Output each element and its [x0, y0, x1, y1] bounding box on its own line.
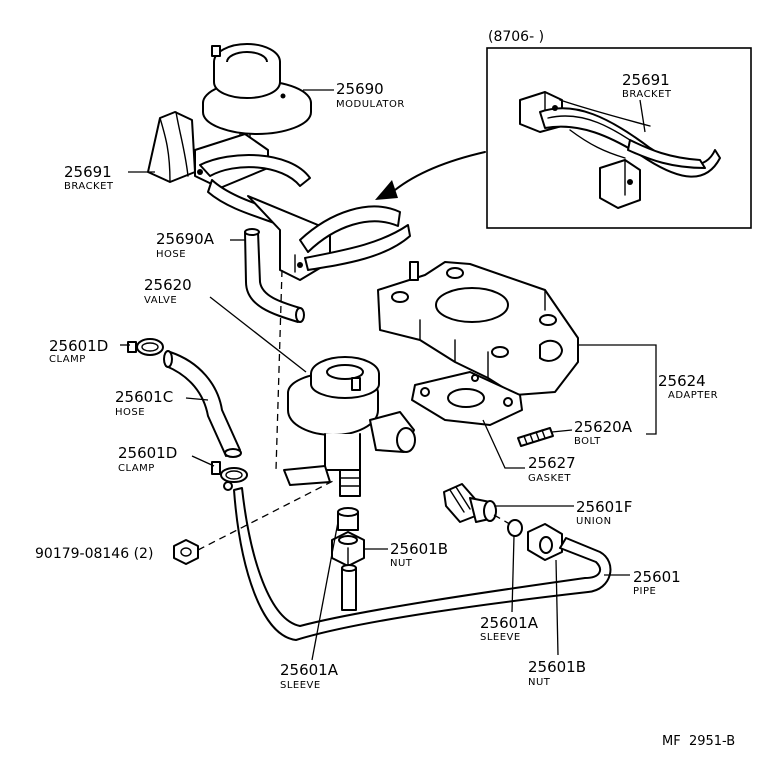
- lead-sleeve-bottom: [311, 521, 339, 661]
- nut-mid-drawing: [331, 531, 365, 567]
- label-nut-bottom-name: NUT: [528, 677, 551, 688]
- assembly-line-bracket: [275, 269, 283, 471]
- label-bracket-inset-name: BRACKET: [622, 89, 672, 100]
- union-drawing: [443, 483, 497, 523]
- label-valve-number: 25620: [144, 276, 192, 294]
- label-clamp-top-number: 25601D: [49, 337, 108, 355]
- label-sleeve-right-name: SLEEVE: [480, 632, 521, 643]
- hose-a-drawing: [244, 228, 305, 323]
- pipe-drawing: [233, 487, 612, 641]
- lead-valve: [209, 296, 307, 373]
- label-sleeve-right-number: 25601A: [480, 614, 539, 632]
- sleeve-right-drawing: [507, 519, 523, 537]
- sleeve-mid-drawing: [337, 507, 359, 531]
- label-bolt-name: BOLT: [574, 436, 601, 447]
- nut-right-drawing: [527, 523, 563, 561]
- adapter-drawing: [377, 261, 579, 396]
- lead-gasket: [482, 419, 525, 469]
- label-sleeve-bottom-name: SLEEVE: [280, 680, 321, 691]
- label-clamp-bottom-name: CLAMP: [118, 463, 155, 474]
- label-valve-name: VALVE: [144, 295, 177, 306]
- label-gasket-name: GASKET: [528, 473, 571, 484]
- label-clamp-bottom-number: 25601D: [118, 444, 177, 462]
- label-hose-a-number: 25690A: [156, 230, 215, 248]
- hose-c-drawing: [163, 350, 242, 458]
- replacement-arrow-icon: [375, 151, 486, 200]
- assembly-line-fastener: [197, 479, 336, 551]
- lead-sleeve-right: [511, 535, 515, 613]
- inset-date-label: (8706- ): [488, 29, 544, 45]
- label-pipe-number: 25601: [633, 568, 681, 586]
- label-nut-mid-number: 25601B: [390, 540, 448, 558]
- label-pipe-name: PIPE: [633, 586, 656, 597]
- label-bracket-main-number: 25691: [64, 163, 112, 181]
- lead-bolt: [551, 429, 573, 433]
- pipe-stub-drawing: [341, 564, 357, 611]
- inset-bracket-drawing: [519, 91, 721, 209]
- clamp-top-drawing: [127, 338, 164, 356]
- lead-hose-c: [185, 397, 209, 401]
- label-gasket-number: 25627: [528, 454, 576, 472]
- label-adapter-number: 25624: [658, 372, 706, 390]
- label-modulator-number: 25690: [336, 80, 384, 98]
- label-fastener: 90179-08146 (2): [35, 546, 153, 562]
- lead-adapter: [578, 344, 657, 435]
- gasket-drawing: [411, 371, 523, 426]
- label-hose-a-name: HOSE: [156, 249, 186, 260]
- label-union-name: UNION: [576, 516, 612, 527]
- bolt-drawing: [517, 427, 554, 447]
- lead-clamp-bottom: [191, 455, 215, 467]
- label-adapter-name: ADAPTER: [668, 390, 718, 401]
- label-modulator-name: MODULATOR: [336, 99, 405, 110]
- lead-bracket-inset: [639, 99, 646, 133]
- modulator-drawing: [202, 43, 312, 147]
- valve-drawing: [283, 356, 416, 497]
- main-bracket-drawing: [147, 111, 411, 281]
- inset-panel: (8706- ) 25691 BRACKET: [486, 29, 752, 229]
- clamp-bottom-drawing: [211, 461, 248, 491]
- label-nut-mid-name: NUT: [390, 558, 413, 569]
- fastener-nut-drawing: [173, 539, 199, 565]
- label-union-number: 25601F: [576, 498, 632, 516]
- label-sleeve-bottom-number: 25601A: [280, 661, 339, 679]
- figure-reference: MF 2951-B: [662, 734, 735, 749]
- label-bracket-main-name: BRACKET: [64, 181, 114, 192]
- label-hose-c-number: 25601C: [115, 388, 173, 406]
- label-hose-c-name: HOSE: [115, 407, 145, 418]
- label-bolt-number: 25620A: [574, 418, 633, 436]
- label-clamp-top-name: CLAMP: [49, 354, 86, 365]
- label-nut-bottom-number: 25601B: [528, 658, 586, 676]
- label-bracket-inset-number: 25691: [622, 71, 670, 89]
- assembly-line-union: [493, 514, 516, 528]
- lead-nut-bottom: [555, 559, 559, 656]
